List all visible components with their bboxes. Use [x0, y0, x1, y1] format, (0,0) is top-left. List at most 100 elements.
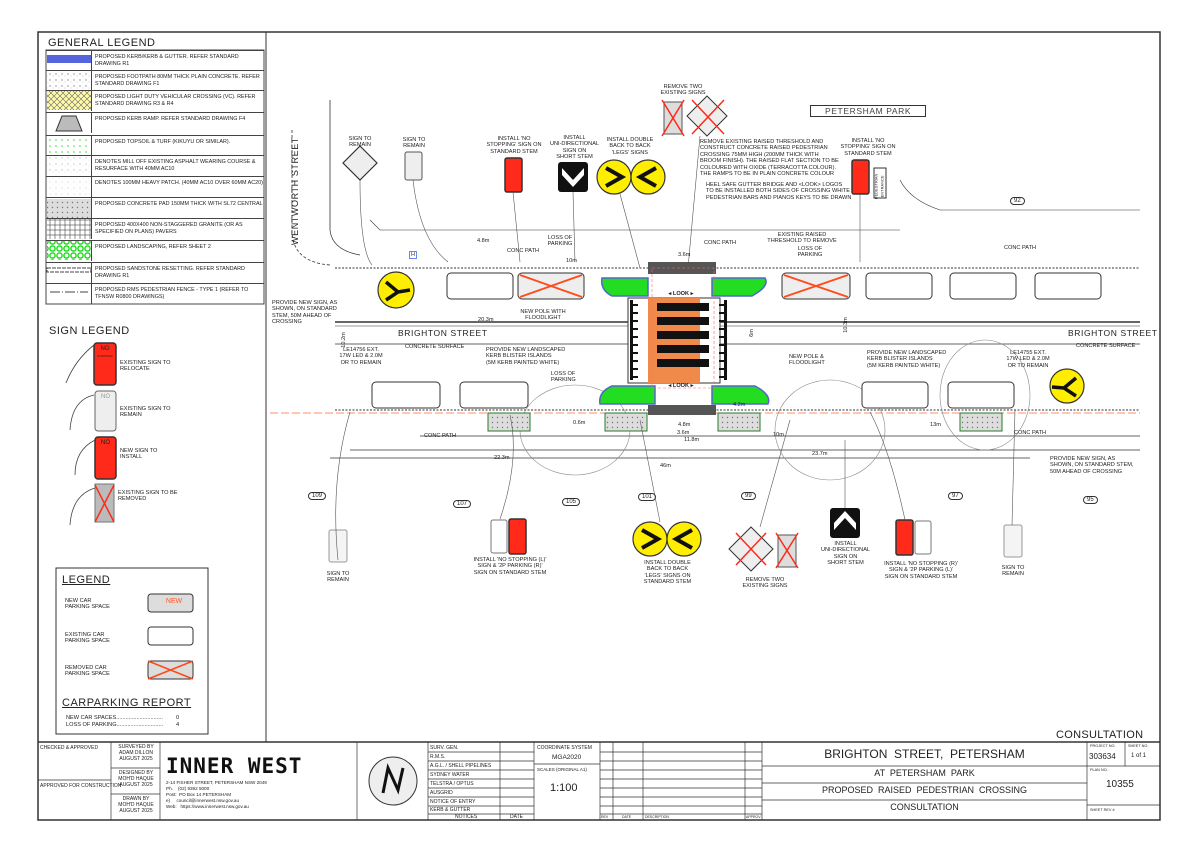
legend-row: PROPOSED LIGHT DUTY VEHICULAR CROSSING (…	[46, 90, 264, 111]
note-install-no-stopping: INSTALL 'NO STOPPING' SIGN ON STANDARD S…	[486, 136, 542, 155]
legend-row: PROPOSED RMS PEDESTRIAN FENCE - TYPE 1 (…	[46, 283, 264, 304]
note-new-pole-floodlight: NEW POLE WITH FLOODLIGHT	[520, 309, 566, 322]
dimension: 10m	[566, 258, 577, 264]
property-number: 92	[1010, 197, 1025, 205]
note-install-legs-signs: INSTALL DOUBLE BACK TO BACK 'LEGS' SIGNS…	[643, 560, 692, 586]
legend-label: PROPOSED LANDSCAPING, REFER SHEET 2	[95, 244, 211, 250]
rev-header: REV	[601, 815, 609, 819]
sheet-no: 1 of 1	[1131, 753, 1147, 759]
leader-lines	[335, 135, 1016, 561]
approved-for-construction-label: APPROVED FOR CONSTRUCTION	[40, 783, 122, 789]
designed-by: DESIGNED BY MOH'D HAQUE AUGUST 2025	[118, 770, 154, 788]
note-new-sign-west: PROVIDE NEW SIGN, AS SHOWN, ON STANDARD …	[272, 300, 338, 326]
street-name-brighton: BRIGHTON STREET	[1068, 328, 1158, 338]
parking-legend-label: NEW CAR PARKING SPACE	[65, 598, 110, 611]
street-name-brighton: BRIGHTON STREET	[398, 328, 488, 338]
note-blister-islands-east: PROVIDE NEW LANDSCAPED KERB BLISTER ISLA…	[867, 350, 947, 369]
note-loss-of-parking: LOSS OF PARKING	[551, 371, 576, 384]
plan-no: 10355	[1106, 779, 1134, 790]
legend-label: PROPOSED FOOTPATH 80mm THICK PLAIN CONCR…	[95, 74, 260, 87]
general-legend-title: GENERAL LEGEND	[48, 37, 156, 49]
note-install-legs-signs: INSTALL DOUBLE BACK TO BACK 'LEGS' SIGNS	[606, 137, 654, 156]
dimension: 46m	[660, 463, 671, 469]
sheet-no-label: SHEET NO.	[1128, 744, 1149, 748]
legend-row: DENOTES 100mm HEAVY PATCH. (40MM AC10 OV…	[46, 176, 264, 197]
surface-label: CONCRETE SURFACE	[405, 344, 465, 350]
note-conc-path: CONC PATH	[1013, 430, 1047, 436]
checked-approved-label: CHECKED & APPROVED	[40, 745, 99, 751]
legend-label: DENOTES MILL OFF EXISTING ASPHALT WEARIN…	[95, 159, 256, 172]
dimension: 4.2m	[733, 402, 746, 408]
legend-label: PROPOSED KERB/KERB & GUTTER. REFER STAND…	[95, 54, 239, 67]
sign-legend-label: EXISTING SIGN TO REMAIN	[120, 406, 171, 419]
property-number: 99	[741, 492, 756, 500]
dimension: 3.6m	[677, 430, 690, 436]
signs	[328, 95, 1085, 572]
notices-header: NOTICES	[455, 814, 478, 820]
rev-header: APPROV.	[746, 815, 762, 819]
note-conc-path: CONC PATH	[506, 248, 540, 254]
report-value: 0	[176, 715, 180, 721]
rev-header: DESCRIPTION	[645, 815, 669, 819]
sign-no-text: NO	[101, 440, 110, 446]
sign-sub-text: STOPPING	[97, 354, 113, 358]
note-sign-to-remain: SIGN TO REMAIN	[402, 137, 426, 150]
surveyed-by: SURVEYED BY ADAM DILLON AUGUST 2025	[118, 744, 154, 762]
raised-pedestrian-crossing	[599, 262, 770, 415]
note-loss-of-parking: LOSS OF PARKING	[547, 235, 573, 248]
notice-item: NOTICE OF ENTRY	[430, 799, 476, 805]
new-badge: NEW	[165, 598, 183, 605]
parking-legend-title: LEGEND	[62, 574, 111, 586]
sign-legend-graphics	[65, 342, 117, 526]
legend-row: PROPOSED SANDSTONE RESETTING. REFER STAN…	[46, 262, 264, 283]
look-logo: ◂ LOOK ▸	[668, 383, 694, 389]
legend-row: PROPOSED TOPSOIL & TURF (KIKUYU OR SIMIL…	[46, 135, 264, 156]
property-number: 107	[453, 500, 472, 508]
legend-row: DENOTES MILL OFF EXISTING ASPHALT WEARIN…	[46, 155, 264, 176]
dimension: 3.6m	[678, 252, 691, 258]
parked-cars	[371, 272, 1102, 409]
hydrant-marker: H	[409, 251, 418, 260]
report-label: NEW CAR SPACES..........................…	[66, 715, 163, 721]
coordinate-system-value: MGA2020	[552, 754, 582, 761]
dimension: 4.8m	[477, 238, 490, 244]
note-install-no-stopping-r: INSTALL 'NO STOPPING (R)' SIGN & '2P PAR…	[884, 561, 958, 580]
legend-row: PROPOSED LANDSCAPING, REFER SHEET 2	[46, 240, 264, 261]
note-light-le14755: LE14755 EXT. 17W LED & 2.0m OR TO REMAIN	[1006, 350, 1050, 369]
property-number: 109	[308, 492, 327, 500]
project-no-label: PROJECT NO.	[1090, 744, 1116, 748]
dimension: 10m	[773, 432, 784, 438]
legend-row: PROPOSED KERB/KERB & GUTTER. REFER STAND…	[46, 50, 264, 71]
note-remove-two-signs: REMOVE TWO EXISTING SIGNS	[742, 577, 788, 590]
dimension: 10.3m	[842, 317, 849, 333]
property-number: 95	[1083, 496, 1098, 504]
notice-item: TELSTRA / OPTUS	[430, 781, 474, 787]
dimension: 23.7m	[812, 451, 828, 457]
dimension: 20.3m	[478, 317, 494, 323]
plan-no-label: PLAN NO.	[1090, 768, 1108, 772]
drawn-by: DRAWN BY MOH'D HAQUE AUGUST 2025	[118, 796, 154, 814]
sign-no-text: NO	[101, 394, 110, 400]
legend-label: PROPOSED SANDSTONE RESETTING. REFER STAN…	[95, 266, 245, 279]
surface-label: CONCRETE SURFACE	[1076, 343, 1136, 349]
sign-legend-label: EXISTING SIGN TO BE REMOVED	[118, 490, 178, 503]
note-sign-to-remain: SIGN TO REMAIN	[1001, 565, 1025, 578]
legend-row: PROPOSED 400x400 NON-STAGGERED GRANITE (…	[46, 218, 264, 239]
sign-no-text: NO	[100, 346, 110, 352]
dimension: 10.2m	[340, 332, 347, 348]
note-light-le14756: LE14756 EXT. 17W LED & 2.0m OR TO REMAIN	[339, 347, 383, 366]
note-install-uni-directional: INSTALL UNI-DIRECTIONAL SIGN ON SHORT ST…	[820, 541, 871, 567]
note-new-sign-east: PROVIDE NEW SIGN, AS SHOWN, ON STANDARD …	[1050, 456, 1134, 475]
project-no: 303634	[1089, 752, 1116, 761]
rev-header: DATE	[622, 815, 632, 819]
council-address: 2-14 FISHER STREET, PETERSHAM NSW 2049 P…	[166, 780, 267, 809]
legend-row: PROPOSED FOOTPATH 80mm THICK PLAIN CONCR…	[46, 70, 264, 91]
legend-label: PROPOSED TOPSOIL & TURF (KIKUYU OR SIMIL…	[95, 139, 231, 145]
sheet-rev-label: SHEET REV #	[1090, 808, 1115, 812]
parking-legend-label: EXISTING CAR PARKING SPACE	[65, 632, 110, 645]
note-new-pole-floodlight: NEW POLE & FLOODLIGHT	[789, 354, 825, 367]
legend-row: PROPOSED CONCRETE PAD 150mm THICK WITH S…	[46, 197, 264, 218]
coordinate-system-label: COORDINATE SYSTEM	[537, 745, 592, 751]
look-logo: ◂ LOOK ▸	[668, 291, 694, 297]
